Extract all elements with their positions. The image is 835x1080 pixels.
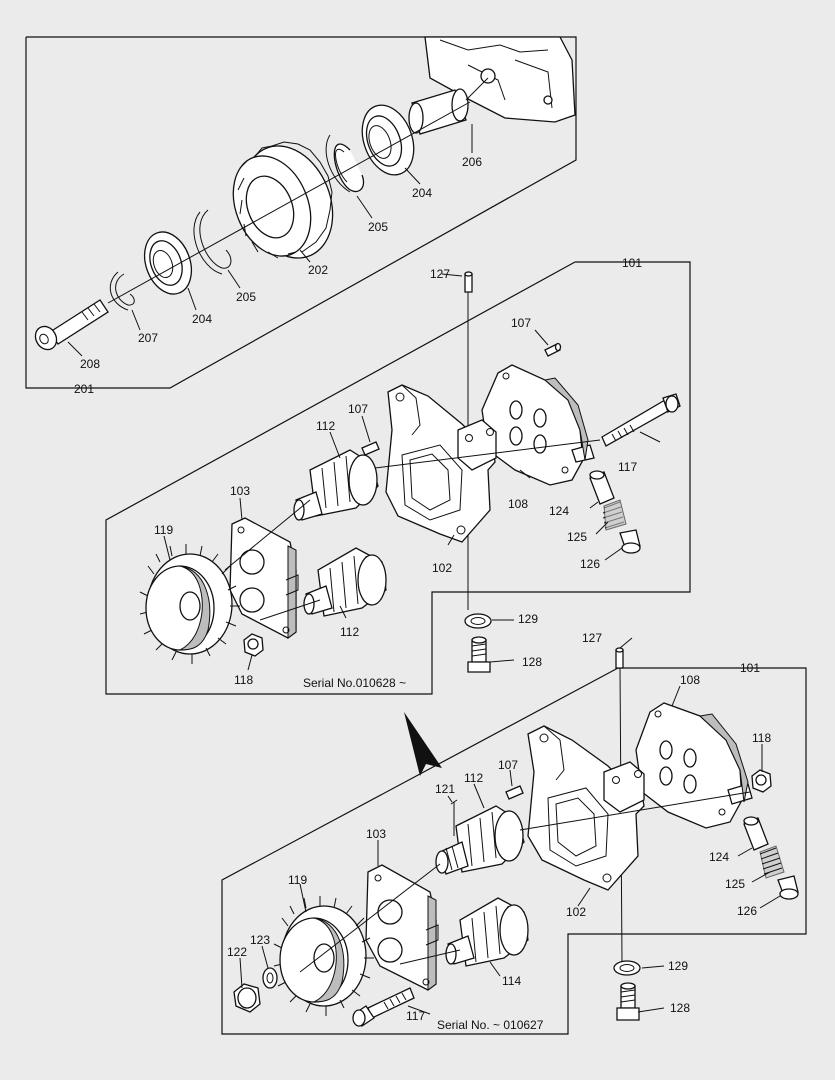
group-101-upper-frame: [105, 261, 691, 695]
drive-gear-119-lower: [273, 896, 374, 1016]
label-upper-119: 119: [154, 523, 173, 537]
label-upper-112-top: 112: [316, 419, 335, 433]
nut-118-lower: [751, 769, 772, 793]
label-lower-124: 124: [709, 850, 729, 864]
label-lower-108: 108: [680, 673, 700, 687]
label-upper-108: 108: [508, 497, 528, 511]
bolt-128-upper: [467, 636, 491, 673]
pump-plate-103-upper: [229, 517, 299, 639]
label-upper-125: 125: [567, 530, 587, 544]
label-lower-117: 117: [406, 1009, 425, 1023]
label-lower-107: 107: [498, 758, 518, 772]
pin-107-lower: [505, 785, 524, 800]
label-206: 206: [462, 155, 482, 169]
pin-121-lower: [450, 799, 458, 836]
spring-125-lower: [759, 845, 785, 879]
label-207: 207: [138, 331, 158, 345]
relief-valve-124-lower: [743, 816, 769, 851]
pump-body-102-upper: [385, 384, 497, 543]
label-205-right: 205: [368, 220, 388, 234]
bolt-128-lower: [616, 982, 640, 1021]
label-upper-107-left: 107: [348, 402, 368, 416]
snap-ring-205-left: [193, 209, 232, 275]
label-upper-128: 128: [522, 655, 542, 669]
label-208: 208: [80, 357, 100, 371]
pin-107-upper-right: [544, 342, 562, 357]
label-lower-129: 129: [668, 959, 688, 973]
label-lower-126: 126: [737, 904, 757, 918]
label-lower-101: 101: [740, 661, 760, 675]
plug-126-upper: [619, 529, 641, 554]
pump-cover-108-upper: [481, 364, 595, 486]
bolt-117-upper: [601, 393, 681, 447]
label-lower-102: 102: [566, 905, 586, 919]
label-upper-102: 102: [432, 561, 452, 575]
group-101-lower-frame: [221, 667, 807, 1035]
ball-bearing-204-left: [143, 231, 193, 295]
gear-case-fragment: [424, 36, 576, 123]
pump-gear-112-upper-bottom: [303, 547, 387, 617]
washer-129-lower: [613, 960, 641, 976]
spring-125-upper: [602, 499, 627, 531]
label-lower-119: 119: [288, 873, 307, 887]
pump-gear-112-upper-top: [293, 449, 379, 521]
pump-gear-112-lower: [435, 805, 525, 875]
label-upper-126: 126: [580, 557, 600, 571]
label-205-left: 205: [236, 290, 256, 304]
pump-plate-103-lower: [365, 864, 439, 991]
helical-gear-202: [232, 141, 334, 259]
label-lower-112: 112: [464, 771, 483, 785]
label-lower-125: 125: [725, 877, 745, 891]
change-arrow: [404, 712, 442, 776]
label-lower-114: 114: [502, 974, 521, 988]
pump-cover-108-lower: [635, 702, 753, 829]
label-upper-129: 129: [518, 612, 538, 626]
drive-gear-119-upper: [139, 544, 240, 664]
pin-107-upper-left: [361, 441, 380, 456]
bolt-208: [34, 299, 109, 351]
label-upper-112-bottom: 112: [340, 625, 359, 639]
label-204-left: 204: [192, 312, 212, 326]
label-lower-122: 122: [227, 945, 247, 959]
label-upper-124: 124: [549, 504, 569, 518]
serial-lower: Serial No. ~ 010627: [437, 1018, 544, 1032]
label-upper-117: 117: [618, 460, 637, 474]
label-upper-127: 127: [430, 267, 450, 281]
oil-pump-assembly-old: 127 101 108 118 107 112 121 103 124 119 …: [221, 631, 807, 1035]
label-upper-118: 118: [234, 673, 253, 687]
pump-body-102-lower: [527, 725, 645, 891]
nut-118-upper: [243, 633, 264, 657]
label-lower-103: 103: [366, 827, 386, 841]
label-lower-128: 128: [670, 1001, 690, 1015]
label-upper-107-right: 107: [511, 316, 531, 330]
label-lower-127: 127: [582, 631, 602, 645]
bolt-117-lower: [352, 987, 415, 1027]
label-lower-118: 118: [752, 731, 771, 745]
label-upper-101: 101: [622, 256, 642, 270]
serial-upper: Serial No.010628 ~: [303, 676, 406, 690]
oil-pump-assembly-new: 127 101 107 107 112 117 108 124 103 125 …: [105, 256, 691, 695]
circlip-207: [109, 271, 135, 311]
axis-line: [107, 101, 471, 304]
label-lower-121: 121: [435, 782, 455, 796]
plug-126-lower: [777, 875, 799, 900]
label-202: 202: [308, 263, 328, 277]
snap-ring-205-right: [325, 134, 365, 193]
label-204-right: 204: [412, 186, 432, 200]
label-lower-123: 123: [250, 933, 270, 947]
label-201: 201: [74, 382, 94, 396]
pump-gear-114-lower: [445, 897, 529, 967]
label-upper-103: 103: [230, 484, 250, 498]
washer-129-upper: [464, 613, 492, 629]
ball-bearing-204-right: [361, 104, 415, 176]
idler-gear-assembly-group: 206 204 205 202 205 204 207 208 201: [25, 36, 577, 396]
idler-shaft-206: [408, 77, 489, 135]
nut-122-lower: [233, 983, 261, 1013]
washer-123-lower: [262, 967, 278, 989]
relief-valve-124-upper: [589, 470, 615, 505]
